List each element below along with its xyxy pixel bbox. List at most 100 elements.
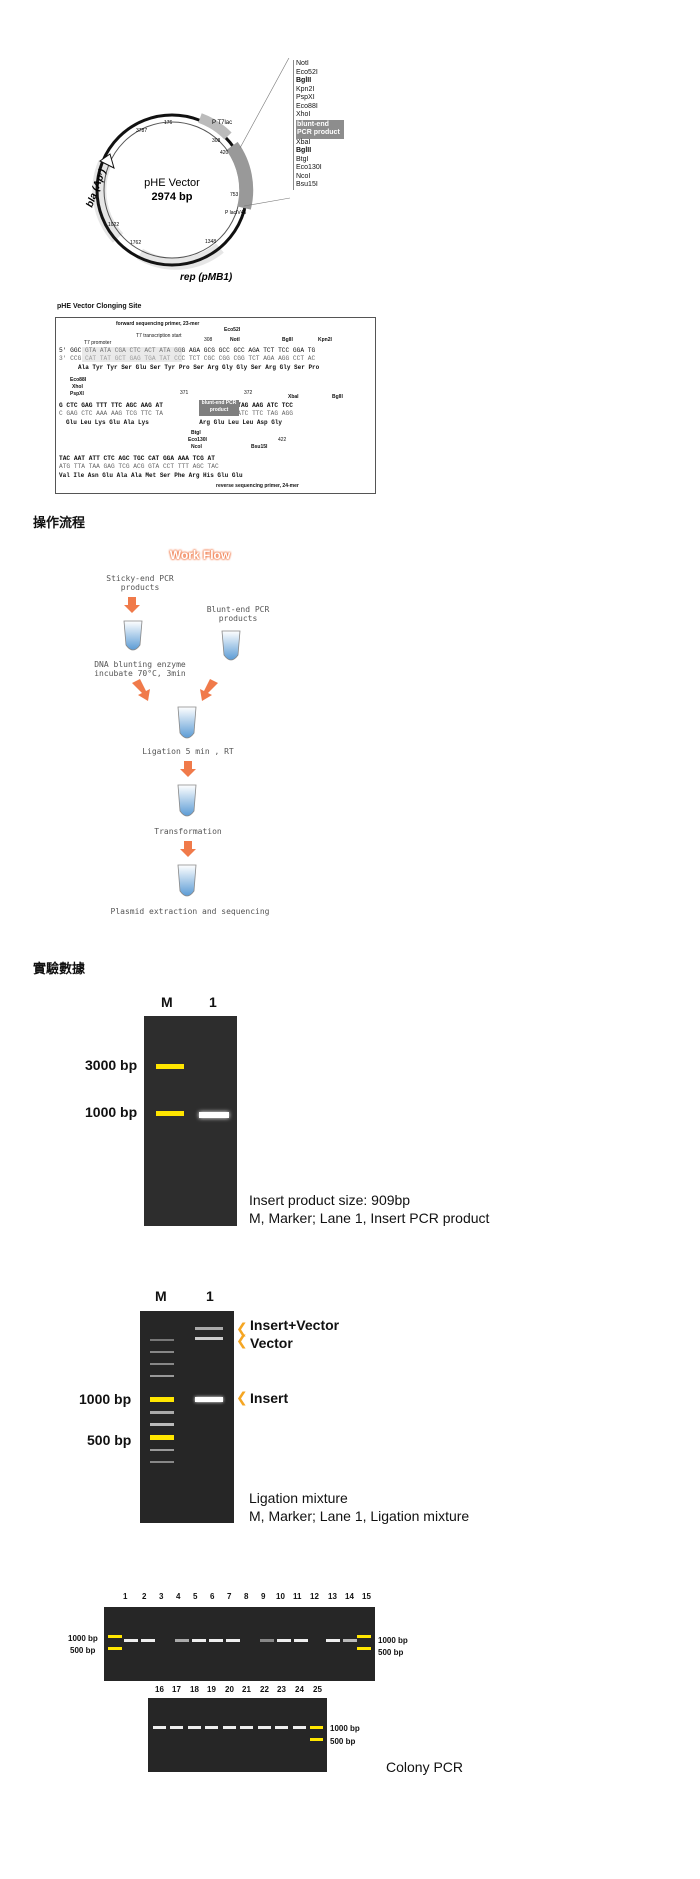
lane-label: 19: [207, 1685, 216, 1694]
site-item: Eco130I: [296, 164, 322, 171]
gel1-caption-1: Insert product size: 909bp: [249, 1192, 411, 1208]
workflow-graphics: [123, 597, 241, 897]
gel2-lane-m: M: [155, 1288, 167, 1304]
plasmid-map-svg: pHE Vector 2974 bp bla (Apʳ) rep (pMB1) …: [84, 55, 291, 283]
gel2-label-iv: Insert+Vector: [250, 1317, 340, 1333]
gel3-top-lane-labels: 1 2 3 4 5 6 7 8 9 10 11 12 13 14 15: [120, 1592, 371, 1604]
gel1-image: [144, 1016, 237, 1226]
gel2-ladder-band: [150, 1449, 174, 1451]
colony-band: [260, 1639, 274, 1642]
placiv-label: P lacIV45: [225, 210, 247, 216]
colony-band: [223, 1726, 236, 1729]
pos-372: 372: [244, 390, 253, 396]
plasmid-size: 2974 bp: [152, 191, 193, 203]
lane-label: 25: [313, 1685, 322, 1694]
gel3-top-m500: 500 bp: [70, 1646, 96, 1655]
reverse-primer: reverse sequencing primer, 24-mer: [216, 483, 299, 489]
arrow-icon: [180, 761, 196, 777]
workflow-diagram: Work Flow Sticky-end PCR products Blunt-…: [90, 545, 330, 920]
lane-label: 2: [142, 1592, 147, 1601]
gel1-lane-1: 1: [209, 994, 217, 1010]
lane-label: 23: [277, 1685, 286, 1694]
lane-label: 7: [227, 1592, 232, 1601]
gel1-marker-1000: 1000 bp: [85, 1104, 138, 1120]
lane-label: 6: [210, 1592, 215, 1601]
lane-label: 18: [190, 1685, 199, 1694]
gel3-bottom-m1000: 1000 bp: [330, 1724, 360, 1733]
lane-label: 9: [261, 1592, 266, 1601]
tube-icon: [177, 864, 197, 897]
gel2-marker-500: 500 bp: [87, 1432, 132, 1448]
pos-label: 753: [230, 192, 239, 198]
site-item: Kpn2I: [296, 85, 315, 93]
arrow-icon: [132, 679, 150, 701]
colony-band: [205, 1726, 218, 1729]
insert-box: blunt-end PCR product: [199, 400, 239, 416]
gel2-lane-1: 1: [206, 1288, 214, 1304]
colony-band: [258, 1726, 271, 1729]
arrow-icon: ❮: [236, 1321, 248, 1337]
colony-band: [293, 1726, 306, 1729]
gel3-top-m500-right: 500 bp: [378, 1648, 404, 1657]
gel2-caption-1: Ligation mixture: [249, 1490, 348, 1506]
pos-label: 176: [164, 120, 173, 126]
arrow-icon: [180, 841, 196, 857]
gel1-lane-m: M: [161, 994, 173, 1010]
t7-promoter: T7 promoter: [84, 340, 112, 346]
enzyme-bglii-2: BglII: [332, 394, 343, 400]
enzyme-btgi: BtgI: [191, 430, 201, 436]
enzyme-pspxi: PspXI: [70, 391, 84, 397]
lane-label: 4: [176, 1592, 181, 1601]
sticky-label: Sticky-end PCR products: [106, 574, 174, 592]
tube-icon: [221, 630, 241, 661]
site-item: PspXI: [296, 94, 315, 101]
promoter-highlight: [82, 347, 182, 362]
gel3-marker-band: [310, 1726, 323, 1729]
lane-label: 22: [260, 1685, 269, 1694]
gel2-ladder-band: [150, 1423, 174, 1426]
t7-start: T7 transcription start: [136, 333, 182, 339]
gel2-ladder-band: [150, 1363, 174, 1365]
arrow-icon: [200, 679, 218, 701]
gel2-label-v: Vector: [250, 1335, 293, 1351]
gel3-top-m1000: 1000 bp: [68, 1634, 98, 1643]
gel2-band-i: [195, 1397, 223, 1402]
workflow-heading: Work Flow: [169, 548, 231, 562]
enzyme-eco88i: Eco88I: [70, 377, 87, 383]
gel3-marker-band: [357, 1635, 371, 1638]
gel2-ladder-band: [150, 1375, 174, 1377]
gel3-top-image: [104, 1607, 375, 1681]
pos-label: 1348: [205, 239, 216, 245]
seq-row2-top: G CTC GAG TTT TTC AGC AAG AT A TCT TTC T…: [59, 402, 293, 409]
site-list: NotI Eco52I BglII Kpn2I PspXI Eco88I Xho…: [293, 60, 366, 190]
site-item: NcoI: [296, 172, 311, 180]
tube-icon: [177, 784, 197, 817]
cloning-site-box: forward sequencing primer, 23-mer T7 tra…: [55, 317, 376, 494]
arrow-icon: [124, 597, 140, 613]
gel3-top-m1000-right: 1000 bp: [378, 1636, 408, 1645]
gel2-marker-band-1000: [150, 1397, 174, 1402]
ligation-label: Ligation 5 min , RT: [142, 747, 234, 756]
lane-label: 1: [123, 1592, 128, 1601]
site-item: NotI: [296, 60, 309, 67]
gel1-marker-band-3000: [156, 1064, 184, 1069]
enzyme-xhoi: XhoI: [72, 384, 83, 390]
gel2-ladder-band: [150, 1411, 174, 1414]
pos-label: 1762: [130, 240, 141, 246]
enzyme-bsu15i: Bsu15I: [251, 444, 268, 450]
enzyme-xbai: XbaI: [288, 394, 299, 400]
lane-label: 15: [362, 1592, 371, 1601]
colony-band: [170, 1726, 183, 1729]
gel3-marker-band: [108, 1635, 122, 1638]
colony-band: [277, 1639, 291, 1642]
pos-422: 422: [278, 437, 287, 443]
colony-band: [175, 1639, 189, 1642]
gel3-bottom-lane-labels: 16 17 18 19 20 21 22 23 24 25: [150, 1685, 350, 1697]
transformation-label: Transformation: [154, 827, 222, 836]
site-item: Eco88I: [296, 102, 318, 110]
gel2-image: [140, 1311, 234, 1523]
gel2-ladder-band: [150, 1461, 174, 1463]
seq-row2-aa: Glu Leu Lys Glu Ala Lys Arg Glu Leu Leu …: [66, 419, 283, 426]
gel3-caption: Colony PCR: [386, 1759, 464, 1775]
colony-band: [240, 1726, 253, 1729]
